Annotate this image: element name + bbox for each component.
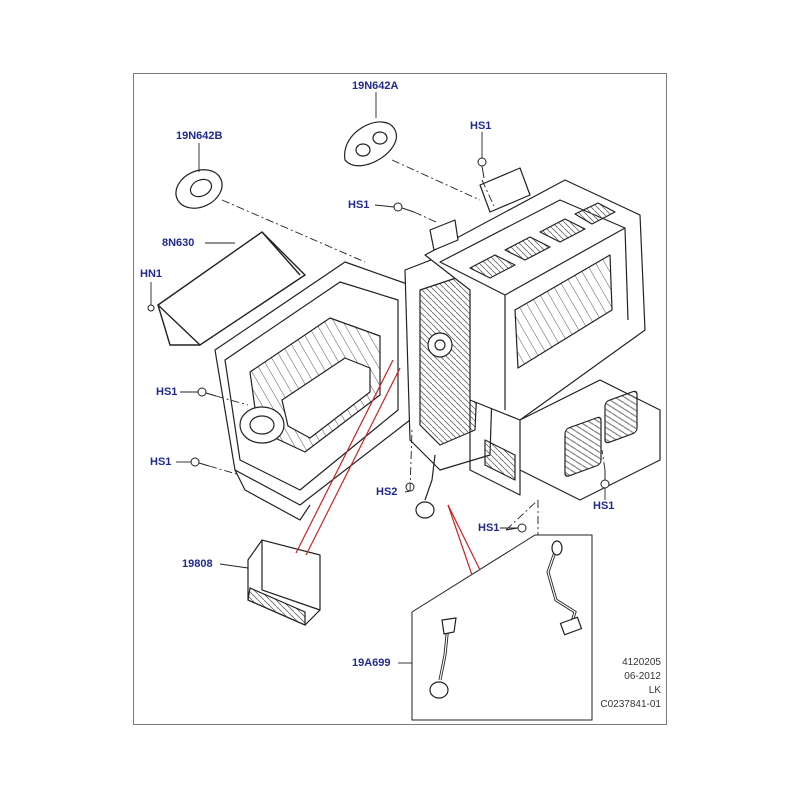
label-hs2: HS2: [376, 486, 398, 498]
label-hs1-mid: HS1: [348, 199, 370, 211]
label-hs1-bottom: HS1: [478, 522, 500, 534]
label-19n642a: 19N642A: [352, 80, 399, 92]
label-hs1-left-a: HS1: [156, 386, 178, 398]
callout-lines: [295, 359, 481, 576]
ref-line-1: 4120205: [622, 657, 661, 668]
ref-line-3: LK: [648, 685, 661, 696]
harness-19a699-inset: [411, 534, 593, 721]
seal-19n642b: [175, 169, 223, 209]
hose-on-housing: [415, 454, 436, 519]
label-hs1-top: HS1: [470, 120, 492, 132]
diagram-frame: [133, 73, 667, 725]
ref-line-2: 06-2012: [624, 671, 661, 682]
module-19808: [247, 539, 321, 626]
hvac-housing: [214, 167, 661, 521]
bracket-8n630: [156, 231, 307, 346]
label-hn1: HN1: [140, 268, 163, 280]
leader-lines: [150, 92, 606, 664]
label-19808: 19808: [182, 558, 213, 570]
seal-19n642a: [344, 121, 398, 167]
label-hs1-right: HS1: [593, 500, 615, 512]
ref-line-4: C0237841-01: [600, 699, 661, 710]
label-hs1-left-b: HS1: [150, 456, 172, 468]
label-19a699: 19A699: [352, 657, 391, 669]
label-8n630: 8N630: [162, 237, 195, 249]
label-19n642b: 19N642B: [176, 130, 223, 142]
alignment-lines: [208, 159, 606, 535]
